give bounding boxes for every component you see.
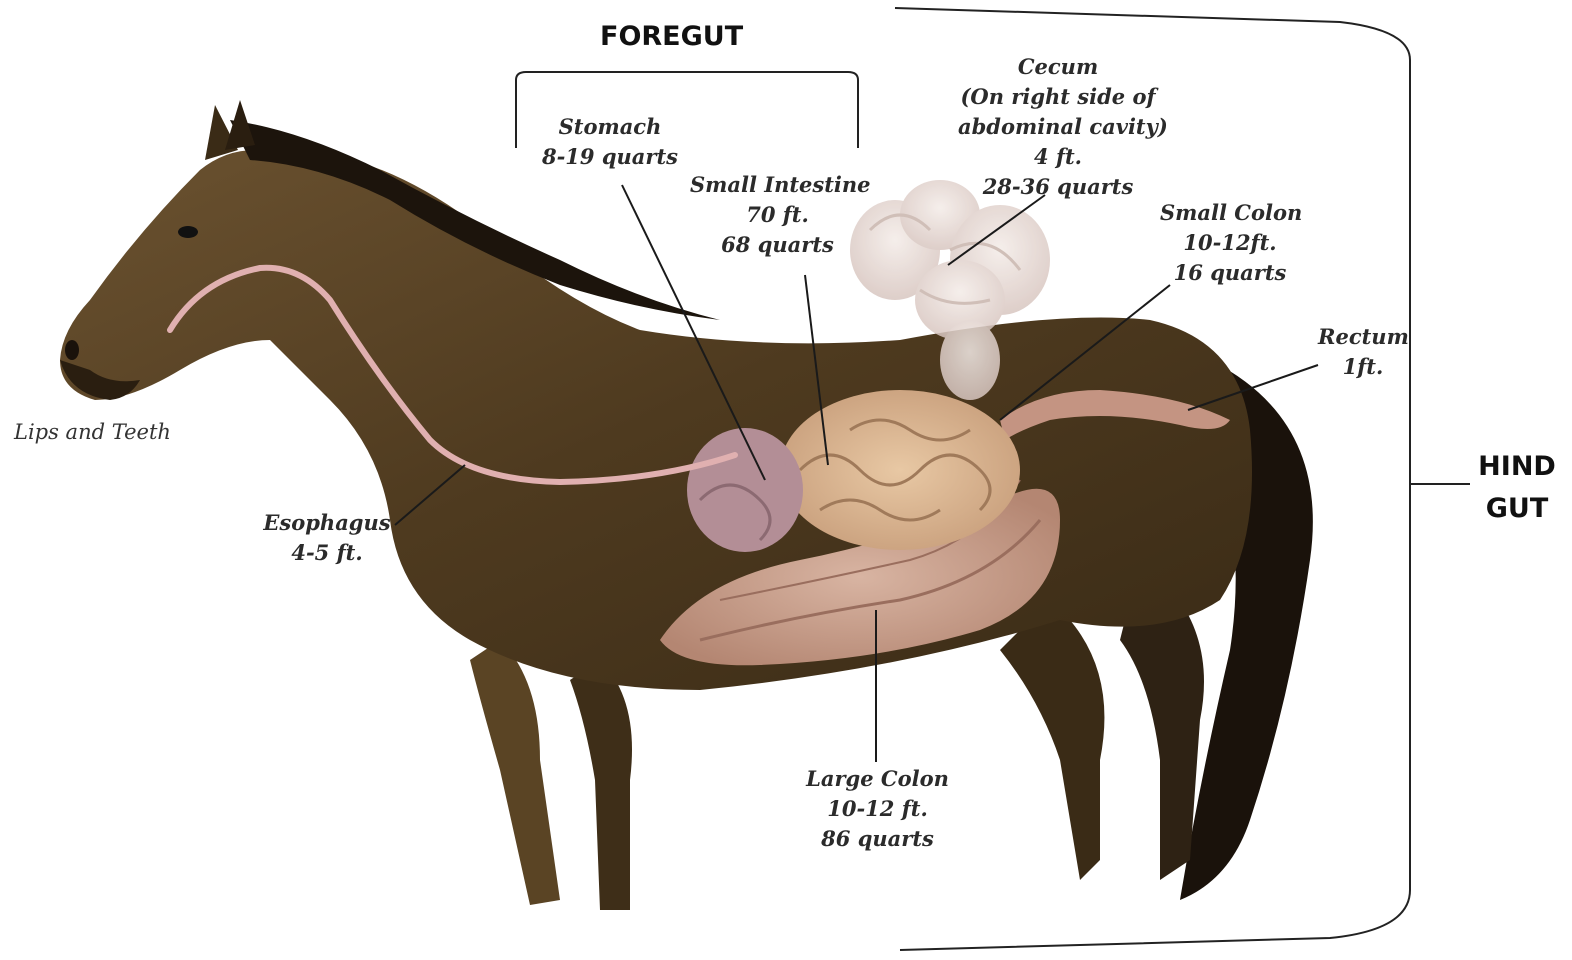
small-intestine-label-volume: 68 quarts (690, 230, 865, 260)
small-intestine-organ (780, 390, 1020, 550)
hindgut-heading: HIND GUT (1472, 446, 1562, 530)
hindgut-heading-line2: GUT (1472, 488, 1562, 530)
esophagus-label: Esophagus 4-5 ft. (262, 508, 392, 568)
cecum-label: Cecum (On right side of abdominal cavity… (958, 52, 1158, 202)
horse-hind-leg (1000, 600, 1104, 880)
stomach-label-name: Stomach (535, 112, 685, 142)
horse-nostril (65, 340, 79, 360)
large-colon-label-length: 10-12 ft. (805, 794, 950, 824)
rectum-label-name: Rectum (1318, 322, 1408, 352)
stomach-label-volume: 8-19 quarts (535, 142, 685, 172)
hindgut-heading-line1: HIND (1472, 446, 1562, 488)
small-colon-label-length: 10-12ft. (1160, 228, 1300, 258)
horse-front-leg-far (570, 660, 632, 910)
small-colon-label: Small Colon 10-12ft. 16 quarts (1160, 198, 1300, 288)
esophagus-label-name: Esophagus (262, 508, 392, 538)
small-intestine-label-length: 70 ft. (690, 200, 865, 230)
lips-teeth-label: Lips and Teeth (14, 420, 171, 444)
horse-body (60, 149, 1252, 690)
stomach-label: Stomach 8-19 quarts (535, 112, 685, 172)
rectum-label-length: 1ft. (1318, 352, 1408, 382)
large-colon-label: Large Colon 10-12 ft. 86 quarts (805, 764, 950, 854)
foregut-heading: FOREGUT (600, 16, 743, 58)
cecum-label-length: 4 ft. (958, 142, 1158, 172)
horse-front-leg (470, 640, 560, 905)
cecum-label-note1: (On right side of (958, 82, 1158, 112)
rectum-label: Rectum 1ft. (1318, 322, 1408, 382)
cecum-label-note2: abdominal cavity) (958, 112, 1158, 142)
small-colon-label-volume: 16 quarts (1160, 258, 1300, 288)
cecum-label-name: Cecum (958, 52, 1158, 82)
small-intestine-label-name: Small Intestine (690, 170, 865, 200)
small-intestine-label: Small Intestine 70 ft. 68 quarts (690, 170, 865, 260)
cecum-label-volume: 28-36 quarts (958, 172, 1158, 202)
small-colon-label-name: Small Colon (1160, 198, 1300, 228)
foregut-heading-text: FOREGUT (600, 16, 743, 58)
large-colon-label-name: Large Colon (805, 764, 950, 794)
horse-eye (178, 226, 198, 238)
esophagus-label-length: 4-5 ft. (262, 538, 392, 568)
stomach-organ (687, 428, 803, 552)
large-colon-label-volume: 86 quarts (805, 824, 950, 854)
